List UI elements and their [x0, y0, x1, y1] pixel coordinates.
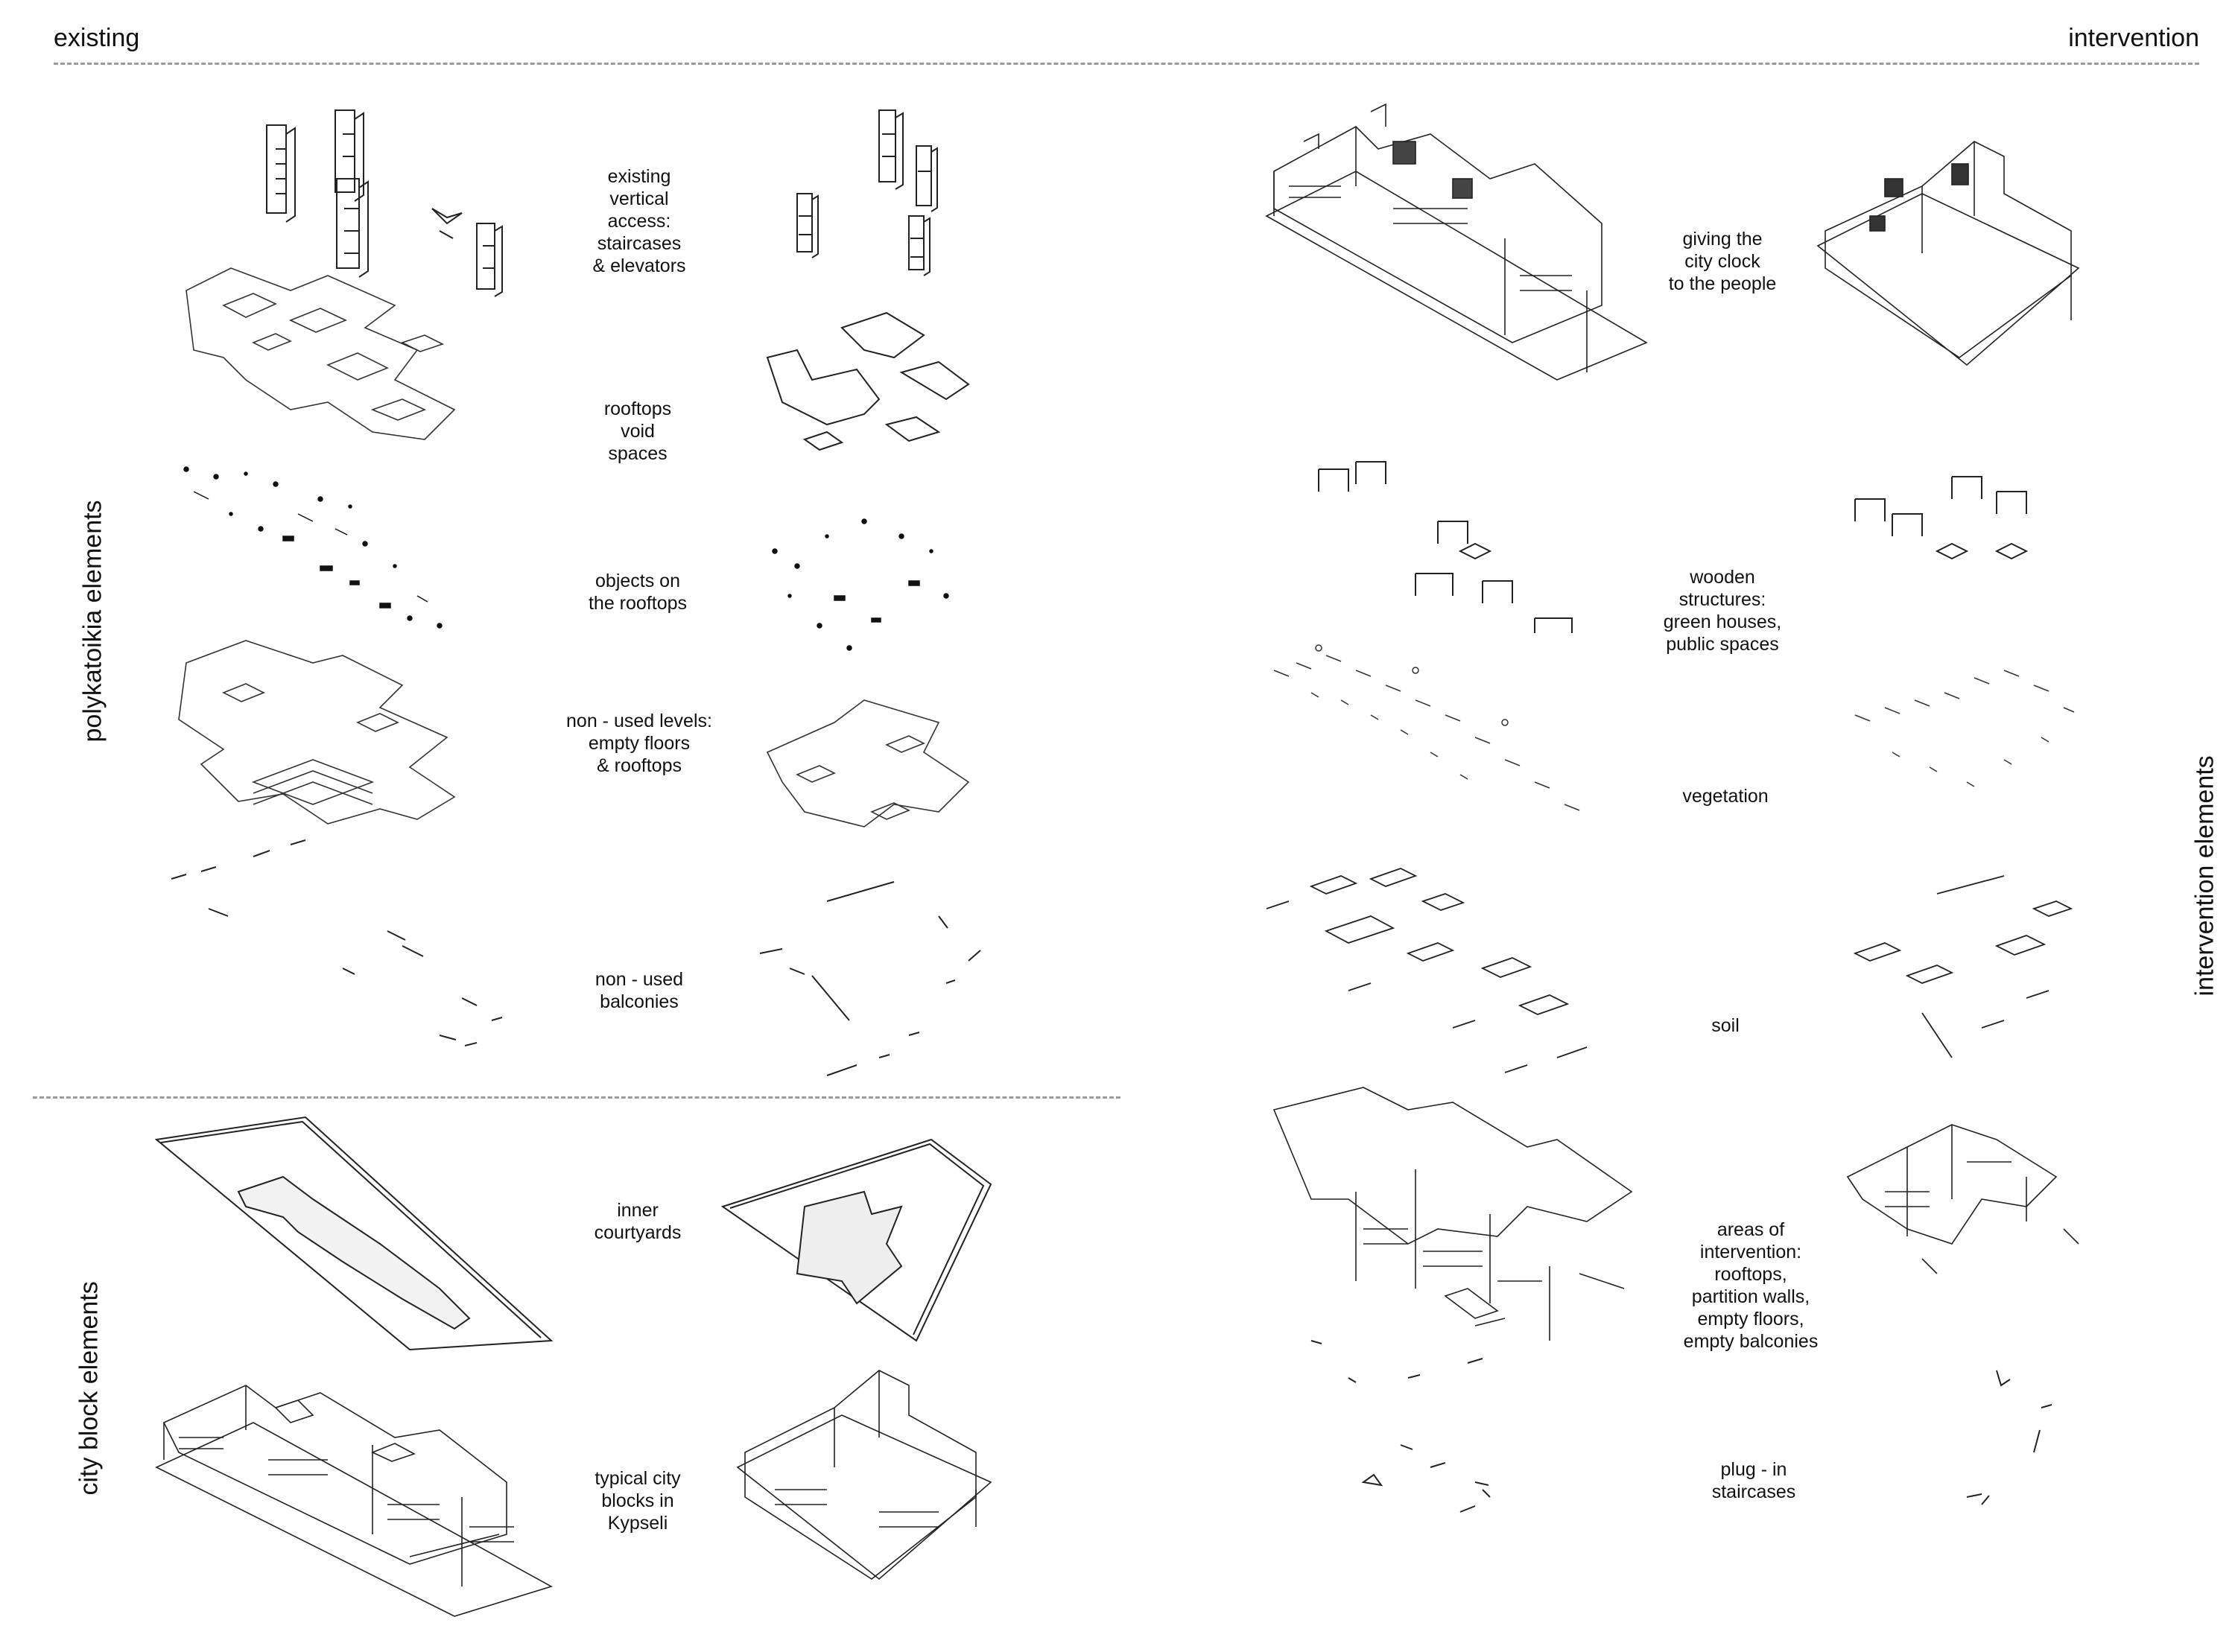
objects-drawing-b — [760, 506, 983, 663]
typical-block-drawing-b — [730, 1363, 998, 1586]
balconies-drawing-b — [745, 857, 1006, 1080]
city-block-label: city block elements — [74, 1281, 104, 1496]
courtyard-drawing-a — [149, 1110, 554, 1356]
vegetation-drawing-b — [1848, 648, 2086, 819]
soil-drawing-a — [1259, 849, 1624, 1095]
label-areas-intervention: areas of intervention: rooftops, partiti… — [1683, 1219, 1819, 1352]
city-clock-drawing-a — [1259, 97, 1648, 395]
intervention-elements-label: intervention elements — [2190, 755, 2219, 997]
label-inner-courtyards: inner courtyards — [594, 1200, 682, 1243]
soil-drawing-b — [1848, 864, 2079, 1065]
city-clock-drawing-b — [1810, 134, 2086, 372]
areas-intervention-drawing-b — [1840, 1117, 2086, 1311]
label-typical-blocks: typical city blocks in Kypseli — [595, 1468, 681, 1534]
objects-drawing-a — [171, 454, 484, 641]
courtyard-drawing-b — [715, 1132, 998, 1348]
label-non-used-levels: non - used levels: empty floors & roofto… — [566, 711, 712, 776]
staircase-towers-drawing-b — [782, 104, 976, 276]
header-existing: existing — [54, 24, 140, 52]
polykatoikia-label: polykatoikia elements — [78, 500, 107, 743]
label-plug-in: plug - in staircases — [1711, 1459, 1796, 1502]
areas-intervention-drawing-a — [1266, 1080, 1639, 1363]
balconies-drawing-a — [164, 827, 522, 1065]
non-used-levels-drawing-a — [178, 633, 536, 879]
label-city-clock: giving the city clock to the people — [1668, 229, 1777, 294]
vegetation-drawing-a — [1266, 626, 1624, 849]
label-vegetation: vegetation — [1682, 786, 1769, 807]
label-objects-rooftops: objects on the rooftops — [588, 571, 688, 614]
rooftops-drawing-a — [179, 261, 507, 469]
header-intervention: intervention — [2068, 24, 2199, 52]
plug-in-staircases-drawing-b — [1922, 1363, 2071, 1512]
label-wooden-structures: wooden structures: green houses, public … — [1663, 567, 1782, 655]
left-section-divider — [33, 1096, 1120, 1099]
label-balconies: non - used balconies — [595, 969, 684, 1012]
label-vertical-access: existing vertical access: staircases & e… — [592, 166, 686, 276]
typical-block-drawing-a — [149, 1333, 554, 1617]
non-used-levels-drawing-b — [752, 693, 1006, 857]
wooden-structures-drawing-b — [1848, 469, 2056, 581]
rooftops-drawing-b — [752, 305, 1006, 469]
plug-in-staircases-drawing-a — [1304, 1333, 1602, 1527]
wooden-structures-drawing-a — [1311, 454, 1594, 633]
label-soil: soil — [1711, 1015, 1740, 1036]
label-rooftops-void: rooftops void spaces — [603, 398, 672, 464]
staircase-towers-drawing-a — [253, 104, 522, 298]
top-divider — [54, 63, 2199, 65]
